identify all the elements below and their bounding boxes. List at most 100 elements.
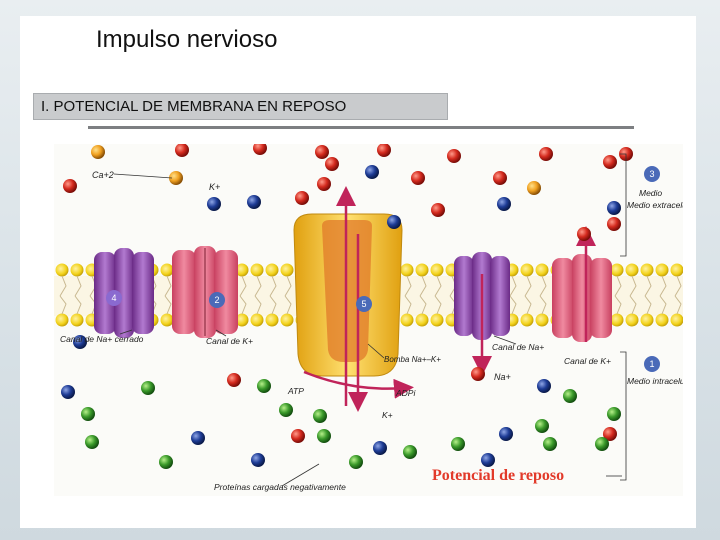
transport-arrows: [303, 186, 596, 412]
ion: [471, 367, 485, 381]
ion: [317, 429, 331, 443]
ion: [73, 335, 87, 349]
lipid-head: [535, 263, 549, 277]
lipid-tail: [254, 275, 262, 315]
lipid-head: [280, 263, 294, 277]
ions: [61, 144, 633, 469]
ion: [603, 427, 617, 441]
badge-4: 4: [111, 293, 116, 303]
badge-5: 5: [361, 299, 366, 309]
lipid-tail: [524, 275, 532, 315]
ion: [63, 179, 77, 193]
ion: [603, 155, 617, 169]
lipid-head: [250, 313, 264, 327]
ion: [447, 149, 461, 163]
lipid-head: [235, 313, 249, 327]
ion: [537, 379, 551, 393]
ion: [607, 201, 621, 215]
ion: [91, 145, 105, 159]
badge-3: 3: [649, 169, 654, 179]
lipid-head: [160, 313, 174, 327]
leader-lines: [113, 153, 627, 487]
lipid-head: [235, 263, 249, 277]
ion: [141, 381, 155, 395]
proteins-label: Proteínas cargadas negativamente: [214, 482, 346, 492]
lipid-tail: [659, 275, 667, 315]
ion: [539, 147, 553, 161]
lipid-tail: [539, 275, 547, 315]
ion: [247, 195, 261, 209]
badge-2: 2: [214, 295, 219, 305]
extracellular-label-1: Medio: [639, 188, 662, 198]
ion: [61, 385, 75, 399]
ion: [577, 227, 591, 241]
lipid-head: [430, 263, 444, 277]
ion: [481, 453, 495, 467]
lipid-head: [265, 263, 279, 277]
lipid-tail: [674, 275, 682, 315]
adp-label: ADPi: [395, 388, 416, 398]
na-channel-right-label: Canal de Na+: [492, 342, 544, 352]
ion: [325, 157, 339, 171]
k-channel-right-label: Canal de K+: [564, 356, 611, 366]
lipid-head: [670, 313, 683, 327]
lipid-tail: [269, 275, 277, 315]
lipid-head: [415, 263, 429, 277]
ion: [403, 445, 417, 459]
ion: [317, 177, 331, 191]
lipid-tail: [164, 275, 172, 315]
ion: [535, 419, 549, 433]
lipid-head: [160, 263, 174, 277]
ion: [543, 437, 557, 451]
ion: [595, 437, 609, 451]
lipid-head: [55, 313, 69, 327]
slide-title: Impulso nervioso: [96, 26, 278, 53]
lipid-head: [55, 263, 69, 277]
pump-potassium-label: K+: [382, 410, 393, 420]
ion: [207, 197, 221, 211]
ion: [607, 407, 621, 421]
lipid-head: [520, 263, 534, 277]
ion: [527, 181, 541, 195]
ion: [497, 197, 511, 211]
lipid-head: [250, 263, 264, 277]
lipid-tail: [434, 275, 442, 315]
ion: [563, 389, 577, 403]
sodium-label: Na+: [494, 372, 511, 382]
ion: [253, 144, 267, 155]
ion: [279, 403, 293, 417]
potassium-label: K+: [209, 182, 220, 192]
ion: [295, 191, 309, 205]
ion: [313, 409, 327, 423]
extracellular-label: Medio extracelular: [627, 200, 683, 210]
membrane-diagram: Ca+2 K+ Canal de Na+ cerrado Canal de K+…: [54, 144, 683, 496]
k-channel-left-label: Canal de K+: [206, 336, 253, 346]
sodium-potassium-pump: [293, 213, 403, 377]
lipid-head: [400, 263, 414, 277]
lipid-tail: [404, 275, 412, 315]
ion: [175, 144, 189, 157]
ion: [349, 455, 363, 469]
section-heading-box: I. POTENCIAL DE MEMBRANA EN REPOSO: [33, 93, 448, 120]
lipid-head: [670, 263, 683, 277]
lipid-head: [535, 313, 549, 327]
lipid-head: [70, 263, 84, 277]
calcium-label: Ca+2: [92, 170, 114, 180]
lipid-head: [655, 313, 669, 327]
ion: [365, 165, 379, 179]
lipid-head: [430, 313, 444, 327]
lipid-tail: [239, 275, 247, 315]
ion: [493, 171, 507, 185]
ion: [227, 373, 241, 387]
ion: [377, 144, 391, 157]
ion: [451, 437, 465, 451]
resting-potential-title: Potencial de reposo: [432, 467, 564, 484]
ion: [411, 171, 425, 185]
na-channel-closed-label: Canal de Na+ cerrado: [60, 334, 144, 344]
k-channel-left: [172, 246, 238, 338]
step-badges: 3 4 2 5 1: [106, 166, 660, 372]
lipid-head: [70, 313, 84, 327]
ion: [291, 429, 305, 443]
ion: [257, 379, 271, 393]
ion: [251, 453, 265, 467]
